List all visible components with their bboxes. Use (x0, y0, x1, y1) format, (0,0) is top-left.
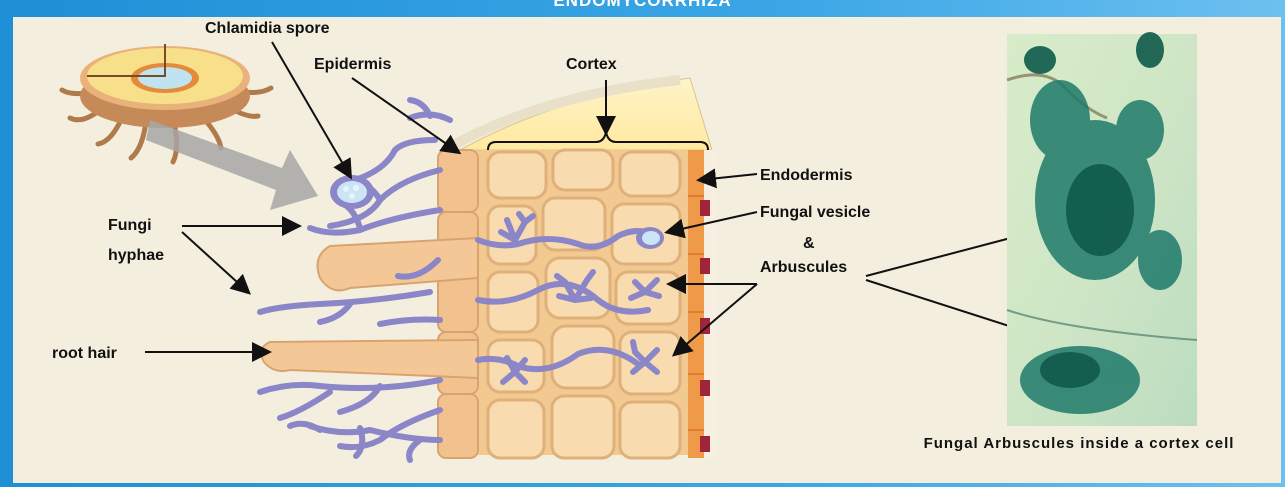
label-endodermis: Endodermis (760, 167, 853, 184)
label-arbuscules: Arbuscules (760, 259, 847, 276)
micrograph-caption: Fungal Arbuscules inside a cortex cell (924, 435, 1235, 452)
label-chlamidia-spore: Chlamidia spore (205, 20, 330, 37)
zoom-arrow (146, 120, 318, 210)
label-hyphae: hyphae (108, 247, 164, 264)
root-section (261, 78, 716, 458)
chlamidia-spore (330, 175, 374, 209)
label-fungi: Fungi (108, 217, 152, 234)
label-root-hair: root hair (52, 345, 117, 362)
fungal-vesicle (636, 227, 664, 249)
arbuscule-micrograph (1007, 32, 1197, 426)
label-epidermis: Epidermis (314, 56, 391, 73)
label-ampersand: & (803, 235, 815, 252)
label-fungal-vesicle: Fungal vesicle (760, 204, 870, 221)
label-cortex: Cortex (566, 56, 617, 73)
